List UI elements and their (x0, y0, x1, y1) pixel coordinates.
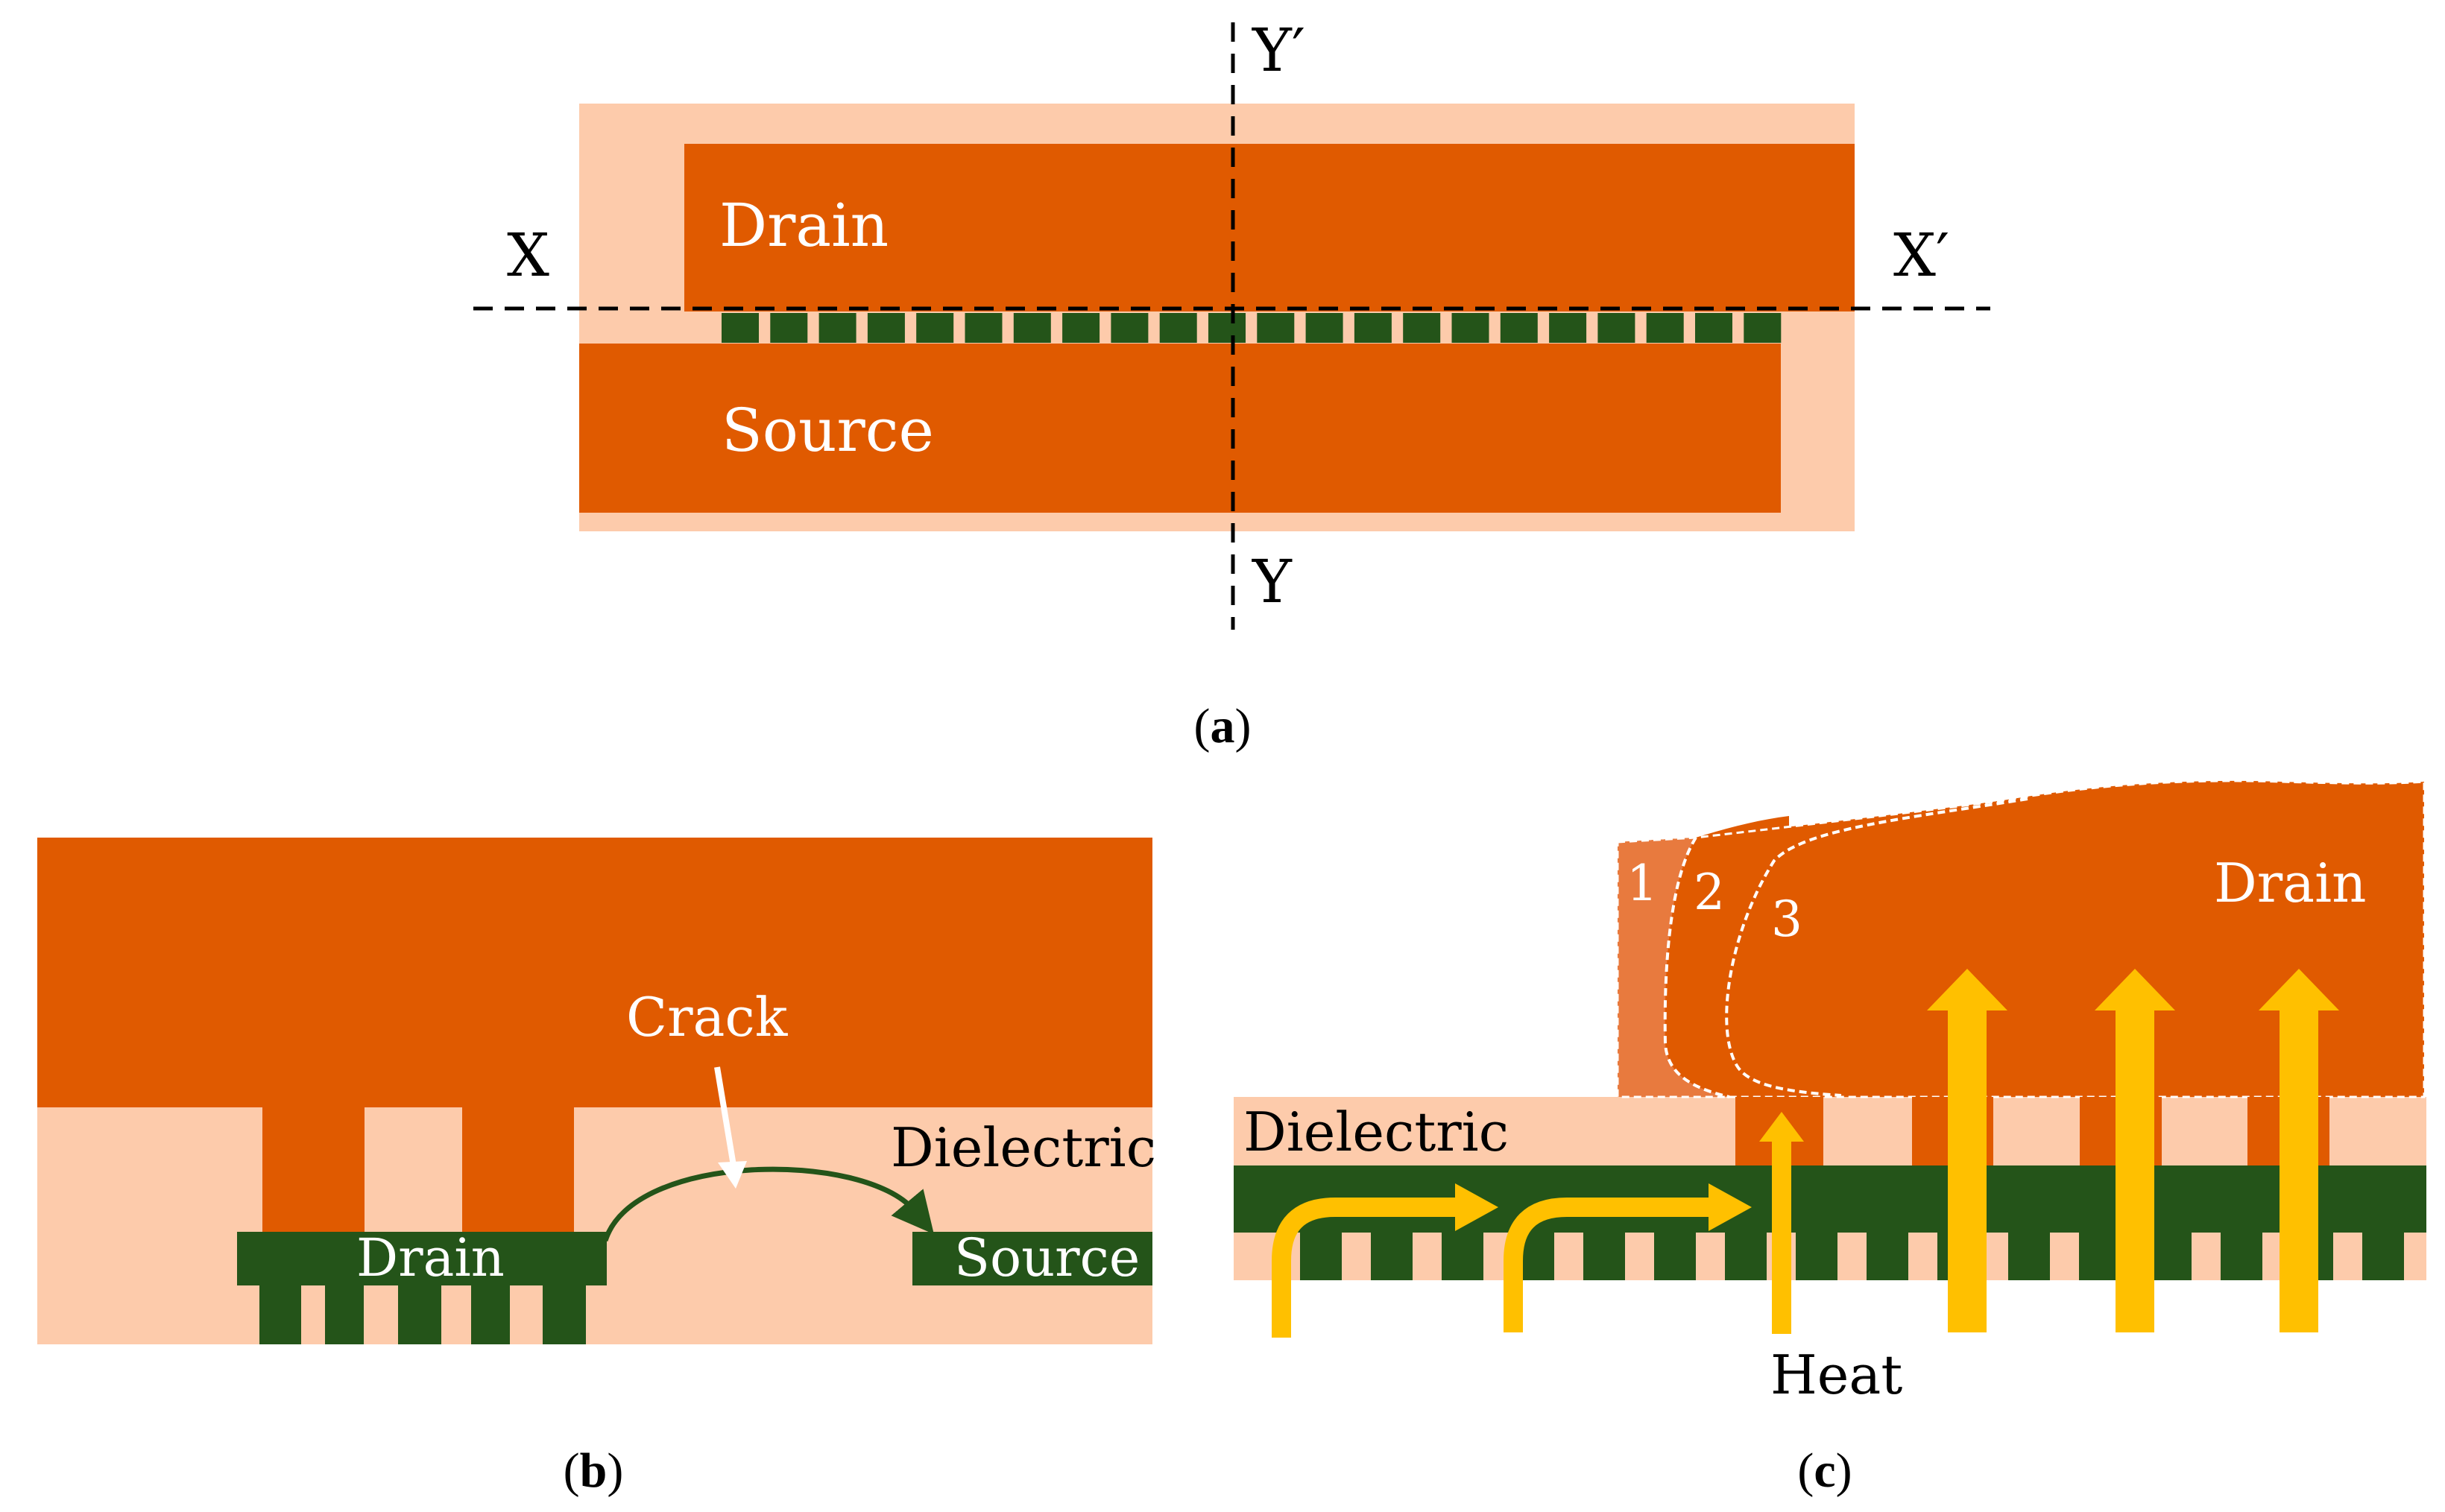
panel-c-electrode-finger (1371, 1230, 1413, 1280)
panel-b-dielectric-label: Dielectric (891, 1116, 1156, 1179)
panel-a-x-label: X (507, 221, 549, 290)
panel-b-crack-pointer-head (718, 1161, 747, 1189)
panel-a-source-label: Source (722, 396, 934, 465)
panel-c: 1 2 3 Drain Dielectric Heat (c) (1234, 779, 2426, 1498)
panel-c-electrode-finger (1654, 1230, 1696, 1280)
panel-b-drain-metal-top (37, 838, 1152, 1107)
panel-c-metal-outline (1616, 779, 2426, 1098)
panel-c-electrode-finger (1796, 1230, 1837, 1280)
panel-a-via (1257, 313, 1295, 343)
panel-c-region-1-label: 1 (1627, 855, 1658, 912)
panel-a-via (1159, 313, 1197, 343)
panel-c-drain-metal (1618, 780, 2424, 1097)
panel-b-source-electrode (912, 1232, 1152, 1285)
panel-a-via (1451, 313, 1489, 343)
panel-a-via (1305, 313, 1343, 343)
panel-c-large-heat-arrow-shaft (2116, 1008, 2154, 1332)
panel-a-via (1062, 313, 1100, 343)
panel-a-y-prime-label: Y′ (1252, 16, 1305, 85)
panel-b-drain-electrode (237, 1232, 607, 1285)
panel-c-large-heat-arrow-shaft (2280, 1008, 2318, 1332)
panel-c-electrode-finger (2221, 1230, 2262, 1280)
panel-c-electrode-fingers (1300, 1230, 2404, 1280)
panel-c-electrode-finger (2362, 1230, 2404, 1280)
panel-a-drain-label: Drain (719, 191, 889, 260)
panel-c-boundary-2-3 (1725, 797, 2028, 1097)
panel-a-source-electrode (579, 344, 1781, 513)
panel-a-via (1208, 313, 1246, 343)
panel-c-lateral-heat-arrow-head (1709, 1183, 1752, 1231)
panel-b-drain-finger (259, 1282, 301, 1344)
panel-c-electrode-finger (1300, 1230, 1342, 1280)
panel-c-electrode-finger (2008, 1230, 2050, 1280)
panel-b-source-label: Source (954, 1227, 1140, 1288)
panel-b-crack-pointer (714, 1066, 737, 1171)
panel-a-via (1013, 313, 1051, 343)
panel-a-via (1744, 313, 1782, 343)
panel-c-caption: (c) (1797, 1443, 1852, 1498)
panel-c-electrode-finger (1442, 1230, 1483, 1280)
panel-b-drain-pillar (262, 1106, 365, 1234)
panel-c-electrode-finger (2079, 1230, 2121, 1280)
panel-b-crack-path (602, 1166, 935, 1242)
panel-c-electrode-finger (1867, 1230, 1908, 1280)
panel-b-drain-pillar (462, 1106, 574, 1234)
panel-a-via (1354, 313, 1392, 343)
panel-c-region-3-label: 3 (1771, 891, 1802, 948)
panel-a-via (1500, 313, 1538, 343)
panel-a-via (1695, 313, 1732, 343)
panel-b-drain-finger (398, 1282, 441, 1344)
panel-b-drain-finger (471, 1282, 510, 1344)
panel-c-small-heat-arrow-head (1759, 1112, 1804, 1142)
panel-c-drain-label: Drain (2214, 852, 2366, 914)
panel-a-via (1111, 313, 1149, 343)
panel-c-heat-label: Heat (1770, 1344, 1902, 1406)
panel-b-drain-finger (325, 1282, 364, 1344)
panel-c-electrode-finger (1725, 1230, 1767, 1280)
panel-c-large-heat-arrow-head (1927, 969, 2007, 1010)
panel-c-large-heat-arrow-head (2095, 969, 2175, 1010)
panel-b: Crack Dielectric Drain Source (b) (37, 838, 1156, 1498)
panel-a-via (722, 313, 759, 343)
panel-a-via (818, 313, 856, 343)
panel-b-caption: (b) (564, 1443, 624, 1498)
panel-c-large-heat-arrow-head (2259, 969, 2339, 1010)
panel-b-drain-finger (543, 1282, 586, 1344)
panel-c-small-heat-arrow-shaft (1772, 1140, 1791, 1334)
panel-a-via (770, 313, 808, 343)
panel-a-via (965, 313, 1003, 343)
panel-c-region-1-damaged (1618, 838, 1729, 1097)
panel-c-dielectric-label: Dielectric (1243, 1101, 1509, 1163)
panel-b-crack-label: Crack (626, 986, 789, 1048)
panel-a: Drain Source X X′ Y′ Y (a) (473, 16, 1990, 753)
panel-b-drain-fingers (259, 1282, 586, 1344)
panel-c-lateral-heat-arrow (1504, 1198, 1713, 1332)
panel-c-lateral-heat-arrow-head (1455, 1183, 1498, 1231)
panel-c-electrode-finger (1583, 1230, 1625, 1280)
panel-a-via (867, 313, 905, 343)
panel-a-via (1549, 313, 1587, 343)
panel-c-lateral-heat-arrow (1272, 1198, 1460, 1338)
panel-c-large-heat-arrow-shaft (1948, 1008, 1987, 1332)
panel-a-via (916, 313, 954, 343)
panel-c-region-2-label: 2 (1694, 864, 1725, 921)
panel-a-via (1646, 313, 1684, 343)
panel-a-caption: (a) (1194, 699, 1252, 753)
panel-c-dielectric-upper (1234, 1097, 2426, 1165)
panel-a-via (1597, 313, 1635, 343)
panel-a-y-label: Y (1252, 547, 1293, 616)
panel-a-via-row (722, 313, 1782, 343)
panel-b-drain-label: Drain (356, 1227, 505, 1288)
panel-a-x-prime-label: X′ (1893, 221, 1949, 290)
panel-c-electrode-finger (2150, 1230, 2192, 1280)
panel-a-drain-electrode (684, 144, 1855, 311)
panel-a-via (1403, 313, 1441, 343)
